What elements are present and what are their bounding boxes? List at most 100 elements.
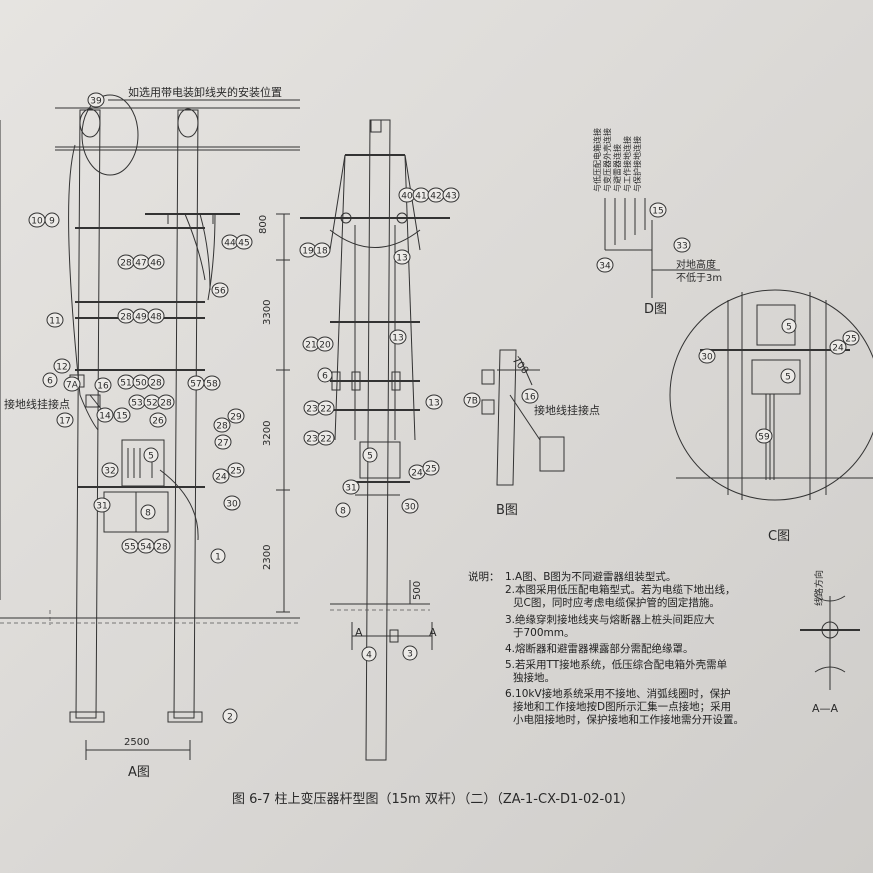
dim-3200: 3200 (262, 421, 273, 446)
callout-number: 45 (238, 239, 249, 249)
callout-number: 28 (120, 313, 132, 323)
note-line: 3.绝缘穿刺接地线夹与熔断器上桩头间距应大 (505, 613, 715, 626)
callout-bubble: 32 (101, 462, 119, 478)
callout-bubble: 24 (212, 468, 230, 484)
callout-number: 24 (411, 469, 423, 479)
notes-title: 说明： (468, 570, 500, 583)
callout-number: 39 (90, 97, 102, 107)
label-aa: A—A (812, 702, 839, 715)
callout-bubble: 28 (153, 538, 171, 554)
callout-bubble: 34 (596, 257, 614, 273)
callout-bubble: 43 (442, 187, 460, 203)
callout-bubble: 10 (28, 212, 46, 228)
c-detail-circle (669, 289, 873, 501)
callout-bubble: 11 (46, 312, 64, 328)
callout-bubble: 29 (227, 408, 245, 424)
callout-bubble: 40 (398, 187, 416, 203)
callout-bubble: 48 (147, 308, 165, 324)
callout-number: 1 (215, 553, 221, 563)
callout-number: 28 (160, 399, 172, 409)
callout-number: 27 (217, 439, 228, 449)
callout-number: 54 (140, 543, 152, 553)
callout-bubble: 16 (521, 388, 539, 404)
callout-bubble: 57 (187, 375, 205, 391)
figure-d (604, 198, 720, 298)
ground-point-label-b: 接地线挂接点 (534, 403, 600, 417)
callout-number: 56 (214, 287, 226, 297)
callout-number: 32 (104, 467, 115, 477)
section-mark-left: A (355, 626, 363, 639)
callout-number: 19 (302, 247, 314, 257)
callout-number: 51 (120, 379, 131, 389)
callout-bubble: 2 (222, 708, 238, 724)
callout-bubble: 7A (63, 376, 81, 392)
callout-bubble: 39 (87, 92, 105, 108)
callout-number: 13 (428, 399, 439, 409)
dim-800: 800 (258, 215, 269, 234)
callout-bubble: 30 (698, 348, 716, 364)
callout-number: 43 (445, 192, 456, 202)
figure-c (669, 289, 873, 501)
callout-number: 52 (146, 399, 157, 409)
callout-number: 25 (425, 465, 436, 475)
callout-bubble: 14 (96, 407, 114, 423)
callout-bubble: 23 (303, 430, 321, 446)
callout-number: 28 (150, 379, 162, 389)
figure-aa (800, 595, 860, 690)
callout-number: 50 (135, 379, 147, 389)
note-line: 2.本图采用低压配电箱型式。若为电缆下地出线， (505, 583, 736, 596)
d-height-label-1: 对地高度 (676, 258, 716, 271)
callout-bubble: 50 (132, 374, 150, 390)
callout-number: 15 (652, 207, 663, 217)
callout-bubble: 17 (56, 412, 74, 428)
note-line: 5.若采用TT接地系统，低压综合配电箱外壳需单 (505, 658, 727, 671)
d-vertical-label: 与保护接地连接 (632, 136, 642, 192)
transformer-a (121, 439, 165, 487)
label-d-figure: D图 (644, 302, 667, 317)
callout-number: 31 (345, 484, 356, 494)
callout-number: 29 (230, 413, 242, 423)
section-mark-right: A (429, 626, 437, 639)
note-line: 1.A图、B图为不同避雷器组装型式。 (505, 570, 676, 583)
d-height-label-2: 不低于3m (676, 271, 722, 284)
callout-number: 8 (145, 509, 151, 519)
callout-number: 18 (316, 247, 328, 257)
callout-bubble: 5 (362, 447, 378, 463)
callout-number: 5 (785, 373, 791, 383)
note-line: 接地和工作接地按D图所示汇集一点接地；采用 (513, 700, 731, 713)
dim-3300: 3300 (262, 300, 273, 325)
callout-bubble: 30 (401, 498, 419, 514)
callout-bubble: 33 (673, 237, 691, 253)
callout-bubble: 25 (842, 330, 860, 346)
callout-bubble: 15 (649, 202, 667, 218)
callout-bubble: 8 (335, 502, 351, 518)
callout-number: 30 (404, 503, 416, 513)
callout-bubble: 42 (427, 187, 445, 203)
note-line: 4.熔断器和避雷器裸露部分需配绝缘罩。 (505, 642, 694, 655)
callout-bubble: 16 (94, 377, 112, 393)
figure-a (0, 94, 300, 760)
callout-bubble: 28 (157, 394, 175, 410)
callout-bubble: 41 (412, 187, 430, 203)
callout-bubble: 54 (137, 538, 155, 554)
callout-bubble: 5 (780, 368, 796, 384)
callout-bubble: 49 (132, 308, 150, 324)
dim-2500: 2500 (124, 737, 149, 748)
callout-number: 48 (150, 313, 162, 323)
callout-number: 22 (320, 405, 331, 415)
callout-bubble: 8 (140, 504, 156, 520)
callout-bubble: 30 (223, 495, 241, 511)
callout-number: 44 (224, 239, 236, 249)
right-pole (173, 109, 199, 719)
callout-number: 28 (156, 543, 168, 553)
note-line: 见C图，同时应考虑电缆保护管的固定措施。 (513, 596, 720, 609)
callout-bubble: 23 (303, 400, 321, 416)
callout-number: 16 (524, 393, 536, 403)
callout-bubble: 5 (143, 447, 159, 463)
header-note: 如选用带电装卸线夹的安装位置 (128, 85, 282, 99)
callout-number: 6 (47, 377, 53, 387)
callout-bubble: 22 (317, 400, 335, 416)
callout-number: 2 (227, 713, 233, 723)
